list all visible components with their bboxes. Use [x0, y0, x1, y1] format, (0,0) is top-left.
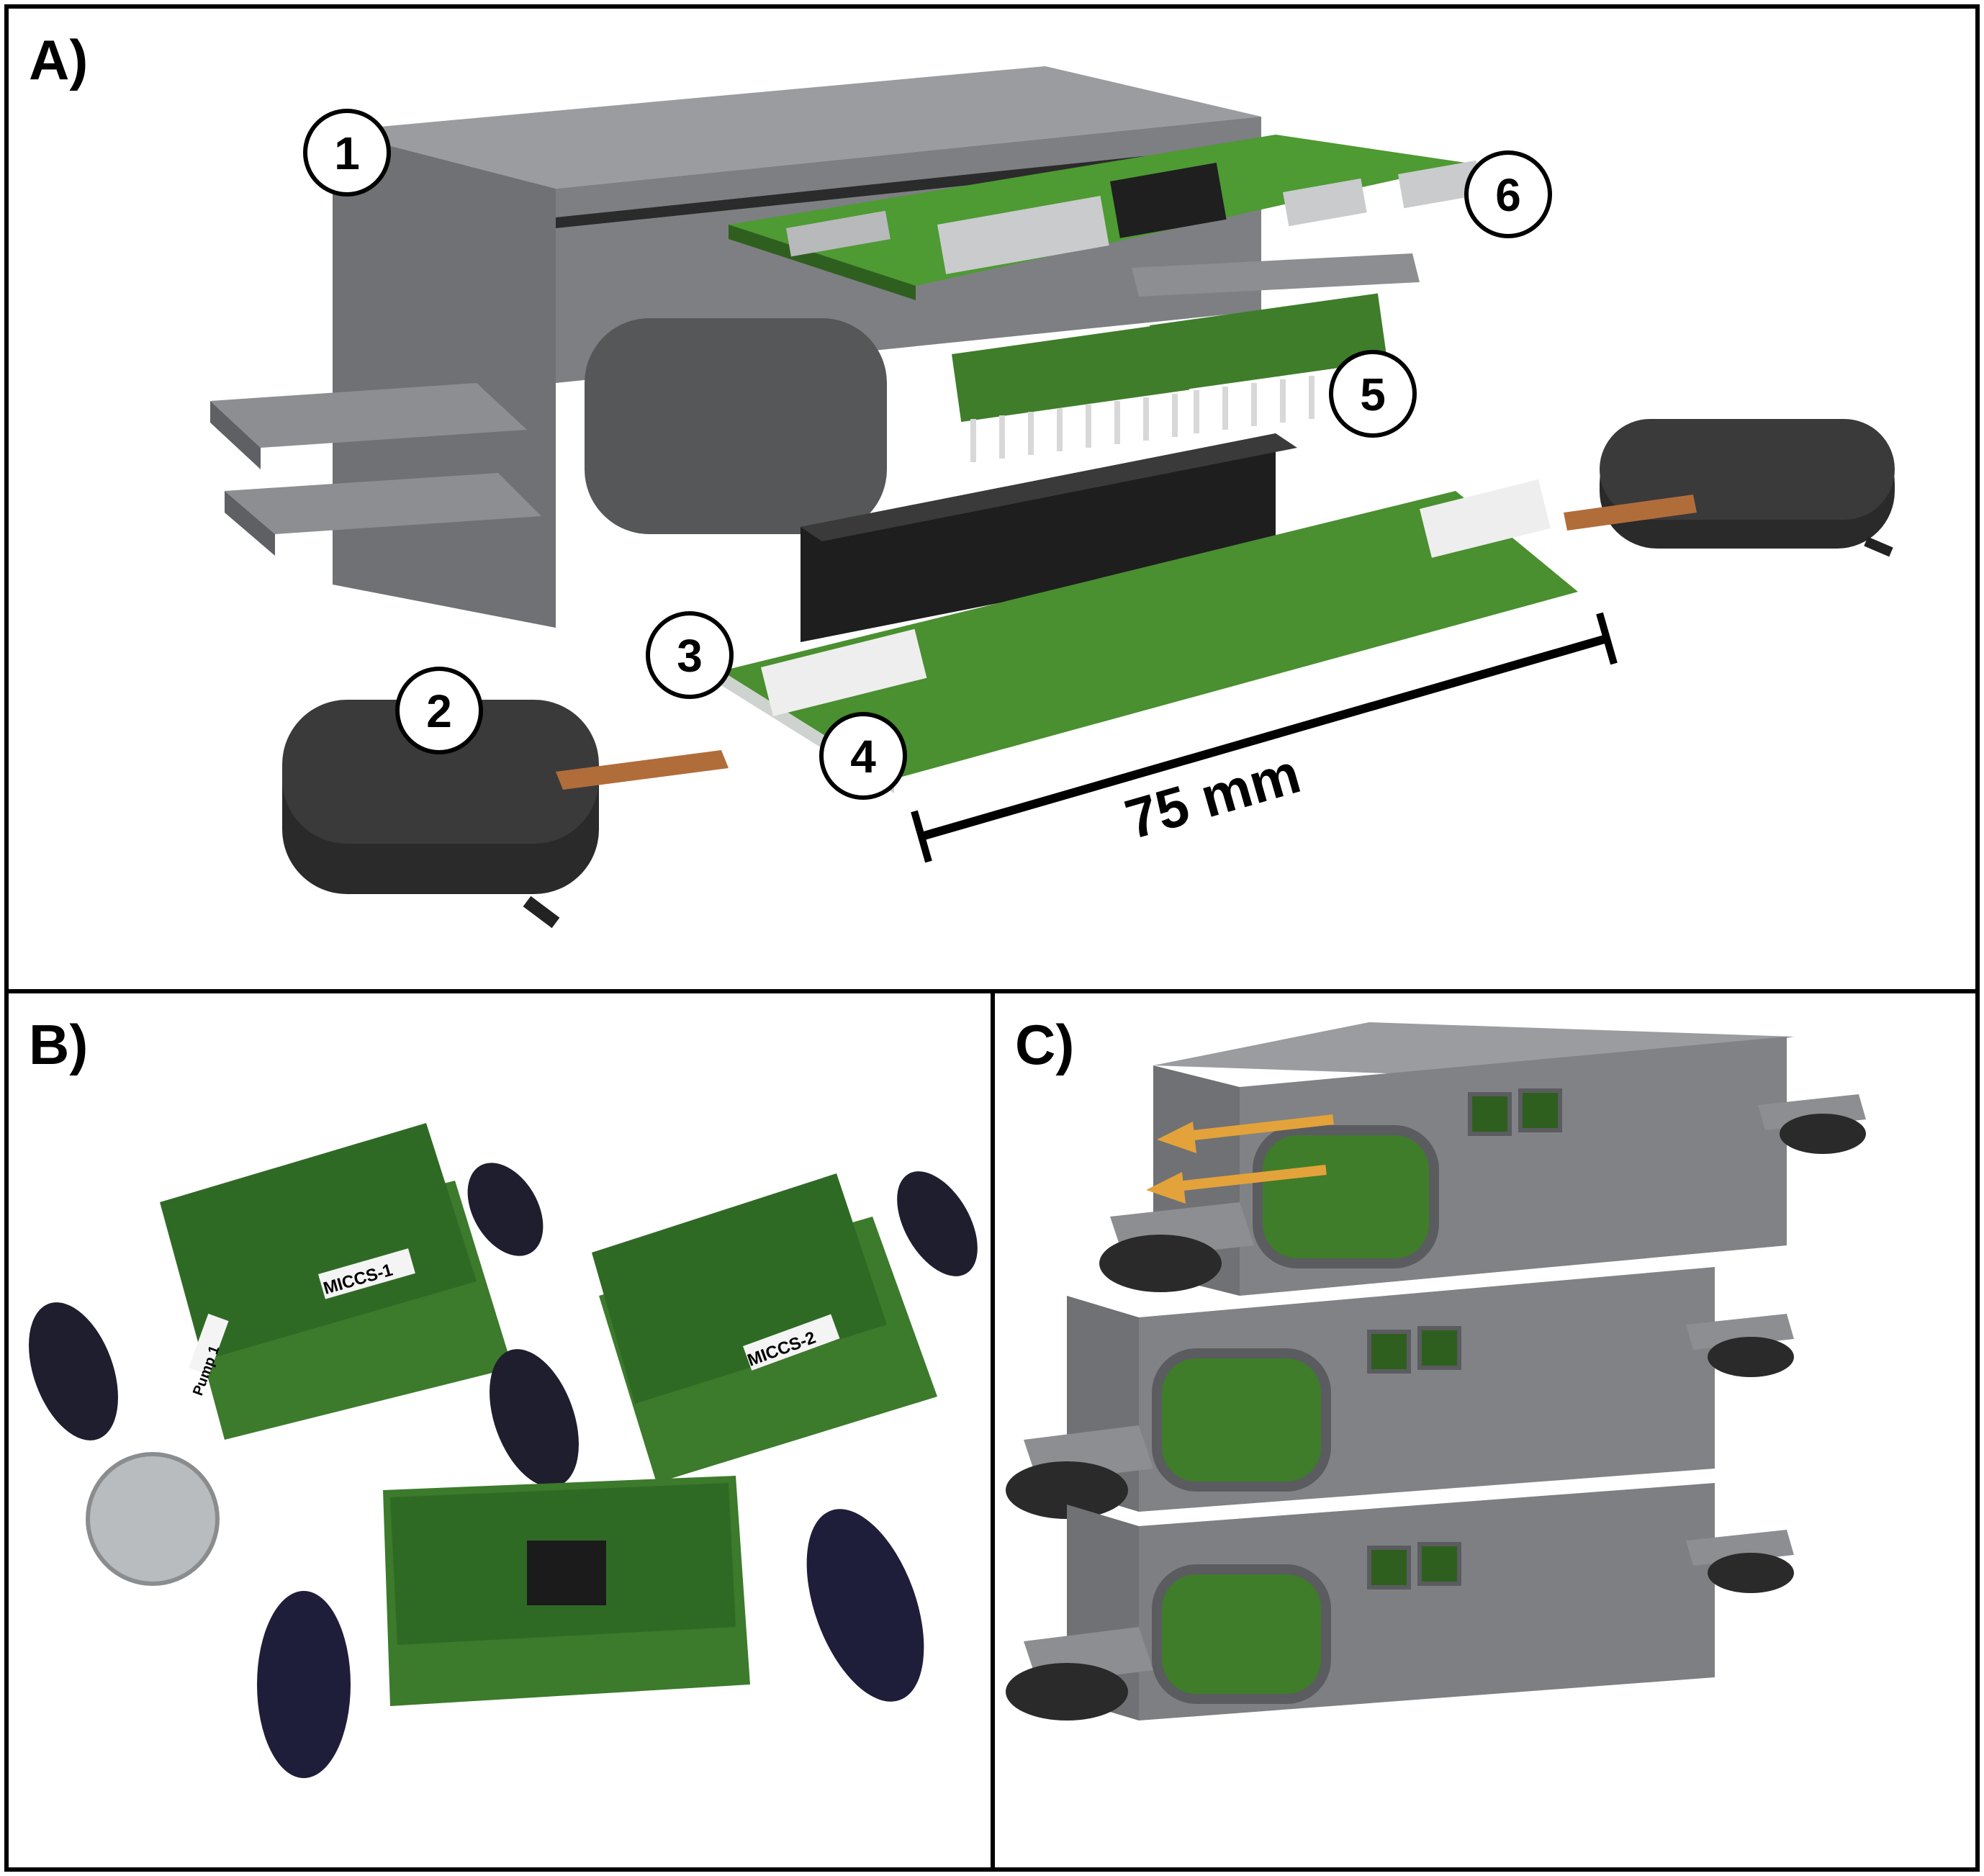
photo-pump-3a	[257, 1591, 351, 1778]
pump-right-ribbon	[1564, 495, 1697, 531]
svg-text:3: 3	[677, 630, 703, 682]
photo-pump-label-1	[189, 1313, 229, 1376]
stack-module-1-pump	[1099, 1235, 1222, 1292]
panel-c-illustration	[1006, 1022, 1866, 1721]
pi-usb-port-2	[1398, 160, 1482, 209]
photo-board-3-chip	[527, 1541, 606, 1605]
stack-module-1-port-b	[1518, 1088, 1562, 1132]
housing-rail-top	[210, 383, 527, 448]
stack-module-2-port-b	[1417, 1326, 1461, 1370]
photo-board-1-label	[318, 1248, 415, 1299]
driver-pins	[970, 372, 1343, 462]
pi-chip	[1110, 162, 1227, 238]
pump-right-top	[1600, 419, 1895, 520]
photo-coin	[86, 1452, 220, 1586]
housing-window	[585, 318, 887, 534]
stack-module-2-port-a	[1367, 1330, 1411, 1374]
stack-module-2-pump	[1006, 1461, 1128, 1519]
photo-pump-2b	[897, 1171, 978, 1276]
pi-usb-port-1	[1282, 178, 1367, 227]
pump-left-top	[282, 700, 599, 844]
housing-rail-top-edge	[210, 401, 261, 469]
photo-board-1-pi	[160, 1123, 477, 1361]
callout-5: 5	[1329, 350, 1417, 438]
callout-2: 2	[395, 667, 483, 754]
scale-bar	[920, 634, 1608, 841]
callout-3: 3	[646, 611, 734, 699]
photo-board-2-label	[743, 1314, 840, 1371]
driver-board-2	[1149, 293, 1388, 394]
connector-left	[761, 628, 927, 716]
photo-pump-3b	[806, 1509, 924, 1702]
svg-text:4: 4	[850, 731, 876, 783]
stack-module-1-port-a	[1468, 1092, 1512, 1136]
panel-c: C)	[991, 989, 1980, 1872]
housing-top	[333, 66, 1261, 189]
panel-b-label: B)	[29, 1013, 89, 1076]
pi-sd-slot	[786, 210, 890, 257]
scale-bar-tick-right	[1596, 612, 1618, 665]
stack-module-3-port-a	[1367, 1546, 1411, 1589]
scale-bar-tick-left	[911, 810, 932, 863]
scale-bar-label: 75 mm	[1119, 741, 1307, 852]
driver-board-1	[952, 322, 1190, 423]
svg-text:1: 1	[334, 127, 360, 179]
housing-rail-bottom-edge	[225, 491, 275, 556]
housing-rail-bottom	[225, 473, 541, 534]
stack-module-3-pump	[1006, 1663, 1128, 1721]
svg-text:2: 2	[426, 685, 452, 737]
stack-module-2-window	[1152, 1348, 1331, 1492]
panel-a-illustration: 75 mm 1 2 3 4 5 6	[210, 66, 1895, 929]
pump-left-ribbon	[556, 750, 729, 790]
callout-6: 6	[1464, 150, 1552, 238]
svg-text:6: 6	[1495, 169, 1521, 221]
stack-right-pump-3	[1708, 1553, 1794, 1593]
photo-pump-1a	[29, 1302, 118, 1440]
pump-left-nozzle	[523, 896, 560, 929]
svg-text:5: 5	[1360, 369, 1386, 420]
panel-a-label: A)	[29, 28, 89, 91]
stack-right-pump-1	[1780, 1114, 1866, 1154]
pi-hdmi-port	[937, 196, 1109, 274]
panel-a: A)	[4, 4, 1980, 993]
pin-header-top	[801, 433, 1297, 541]
pi-board-edge	[729, 225, 916, 300]
stack-module-3-port-b	[1417, 1542, 1461, 1586]
callout-1: 1	[303, 109, 391, 197]
housing-side	[333, 131, 556, 628]
panel-b: B) MICCS-1 Pump 1 MICCS-2	[4, 989, 995, 1872]
connector-right	[1420, 479, 1551, 558]
photo-pump-1b	[467, 1163, 544, 1256]
slide-arrow-2	[1146, 1165, 1327, 1204]
panel-b-photo: MICCS-1 Pump 1 MICCS-2	[29, 1123, 978, 1778]
stack-module-1-window	[1253, 1125, 1439, 1268]
pump-right-nozzle	[1864, 536, 1893, 557]
carrier-pcb	[721, 491, 1578, 779]
pin-header	[801, 433, 1276, 642]
panel-c-label: C)	[1015, 1013, 1075, 1076]
stack-module-3-window	[1152, 1564, 1331, 1704]
stack-right-pump-2	[1708, 1337, 1794, 1377]
housing-slot	[556, 145, 1247, 228]
photo-pump-2a	[490, 1349, 579, 1487]
slide-arrow-1	[1157, 1114, 1334, 1153]
housing-bottom-shelf	[1132, 253, 1420, 297]
callout-4: 4	[819, 712, 907, 800]
